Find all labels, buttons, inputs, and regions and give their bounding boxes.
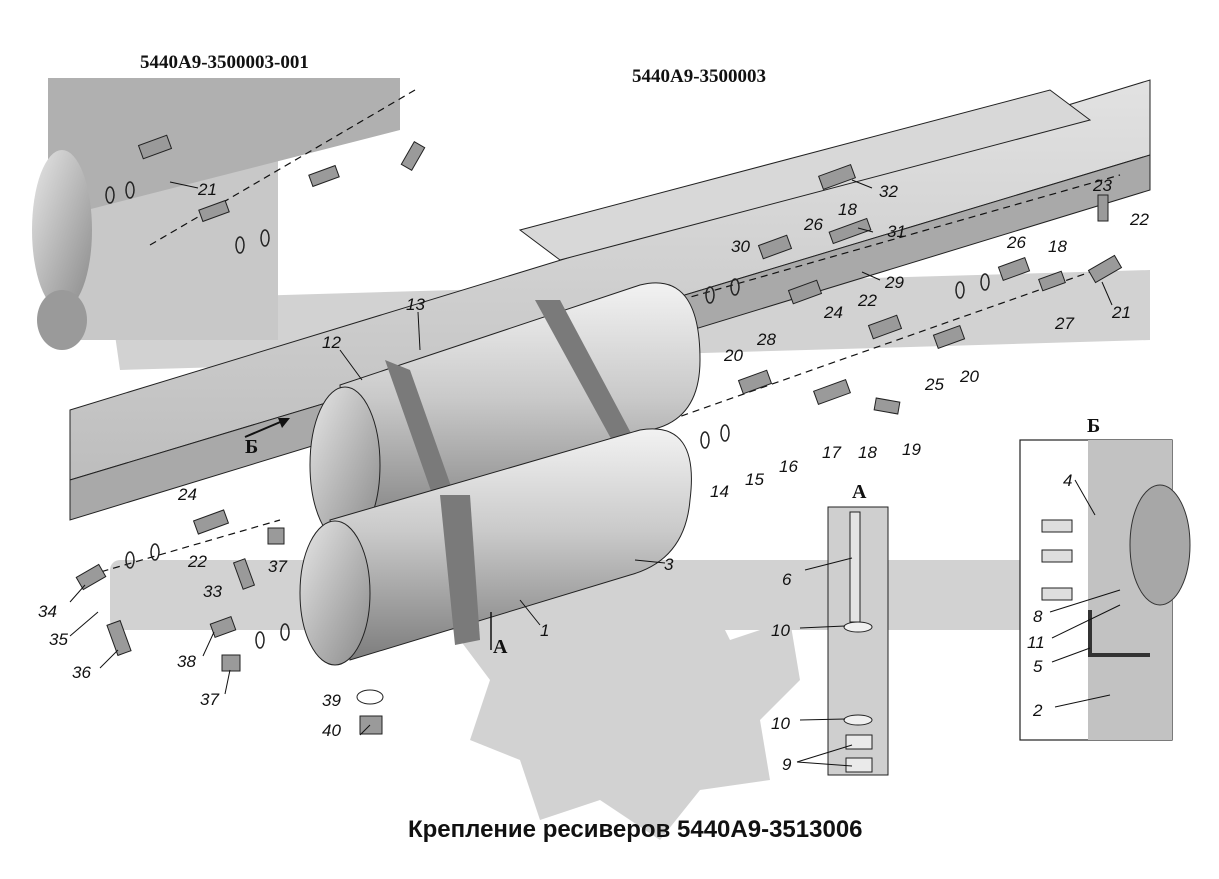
part-label: 26 [803, 215, 823, 234]
view-b-inset [1019, 439, 1191, 741]
part-label: 30 [731, 237, 750, 256]
part-label: 37 [268, 557, 287, 576]
part-label: 11 [1027, 633, 1045, 652]
part-label: 27 [1054, 314, 1074, 333]
part-label: 5 [1033, 657, 1043, 676]
part-label: 21 [197, 180, 217, 199]
part-label: 10 [771, 714, 790, 733]
part-label: 13 [406, 295, 425, 314]
part-label: 39 [322, 691, 341, 710]
part-label: 37 [200, 690, 219, 709]
view-letter-a-view: А [852, 481, 867, 503]
part-label: 22 [187, 552, 207, 571]
part-label: 20 [959, 367, 979, 386]
o-rings [105, 181, 990, 649]
assembly-code-inset: 5440А9-3500003-001 [140, 52, 309, 73]
part-label: 18 [858, 443, 877, 462]
part-label: 20 [723, 346, 743, 365]
part-label: 8 [1033, 607, 1043, 626]
part-label: 18 [838, 200, 857, 219]
part-label: 9 [782, 755, 792, 774]
part-label: 32 [879, 182, 898, 201]
view-arrows [244, 418, 492, 650]
view-letter-b-view: Б [1087, 415, 1100, 437]
part-label: 40 [322, 721, 341, 740]
part-label: 15 [745, 470, 764, 489]
part-label: 18 [1048, 237, 1067, 256]
fittings [75, 134, 1123, 735]
part-label: 14 [710, 482, 729, 501]
view-a-inset [827, 506, 889, 776]
part-label: 29 [884, 273, 904, 292]
part-number-labels: 1 2 3 4 5 6 8 9 10 10 11 12 13 14 15 16 … [38, 176, 1149, 774]
part-label: 35 [49, 630, 68, 649]
part-label: 19 [902, 440, 921, 459]
part-label: 25 [924, 375, 944, 394]
part-label: 17 [822, 443, 841, 462]
view-letter-a-arrow: А [493, 636, 508, 658]
part-label: 22 [1129, 210, 1149, 229]
part-label: 24 [177, 485, 197, 504]
part-label: 16 [779, 457, 798, 476]
inset-left-panel [32, 78, 400, 350]
part-label: 24 [823, 303, 843, 322]
part-label: 22 [857, 291, 877, 310]
part-label: 3 [664, 555, 674, 574]
part-label: 2 [1032, 701, 1043, 720]
part-label: 31 [887, 222, 906, 241]
part-label: 23 [1092, 176, 1112, 195]
part-label: 4 [1063, 471, 1072, 490]
part-label: 28 [756, 330, 776, 349]
part-label: 10 [771, 621, 790, 640]
part-label: 6 [782, 570, 792, 589]
part-label: 1 [540, 621, 549, 640]
part-label: 34 [38, 602, 57, 621]
assembly-code-main: 5440А9-3500003 [632, 66, 766, 87]
part-label: 38 [177, 652, 196, 671]
view-letter-b-arrow: Б [245, 436, 258, 458]
receiver-lower [299, 428, 692, 666]
part-label: 26 [1006, 233, 1026, 252]
part-label: 33 [203, 582, 222, 601]
page-title: Крепление ресиверов 5440А9-3513006 [408, 816, 863, 843]
leader-lines [69, 179, 1121, 767]
part-label: 21 [1111, 303, 1131, 322]
part-label: 36 [72, 663, 91, 682]
part-label: 12 [322, 333, 341, 352]
